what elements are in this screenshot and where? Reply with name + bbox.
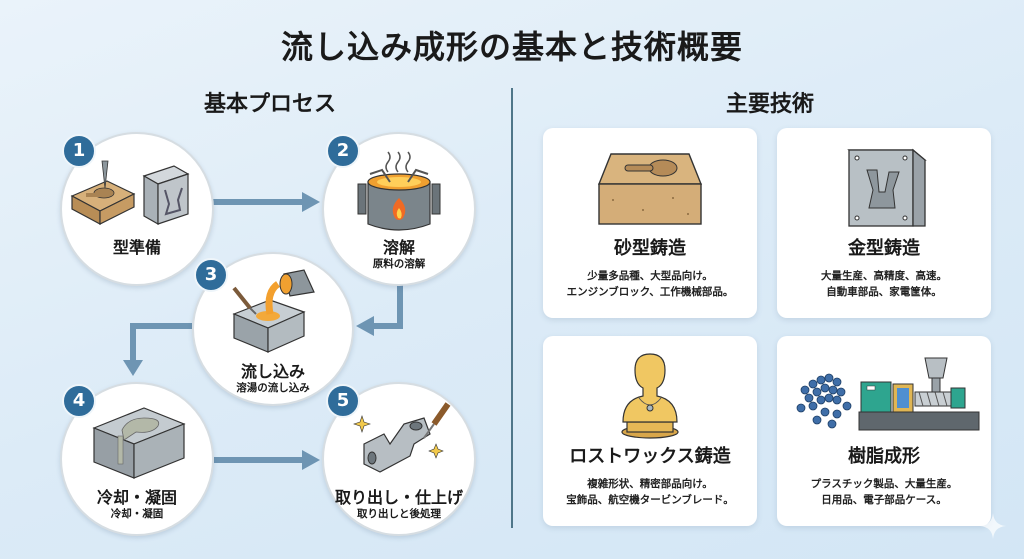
technique-card-resin-molding: 樹脂成形 プラスチック製品、大量生産。 日用品、電子部品ケース。 bbox=[777, 336, 991, 526]
technique-card-sand-casting: 砂型鋳造 少量多品種、大型品向け。 エンジンブロック、工作機械部品。 bbox=[543, 128, 757, 318]
card-description: 複雑形状、精密部品向け。 宝飾品、航空機タービンブレード。 bbox=[543, 476, 757, 508]
mold-preparation-icon bbox=[62, 156, 212, 226]
sand-mold-icon bbox=[543, 140, 757, 232]
step-number-badge: 4 bbox=[62, 384, 96, 418]
step-label: 冷却・凝固 bbox=[96, 488, 177, 507]
card-description: 大量生産、高精度、高速。 自動車部品、家電筐体。 bbox=[777, 268, 991, 300]
step-number-badge: 1 bbox=[62, 134, 96, 168]
finishing-icon bbox=[324, 394, 474, 480]
process-step-1: 型準備 bbox=[60, 132, 214, 286]
pouring-icon bbox=[194, 268, 352, 356]
arrow-4-to-5 bbox=[214, 450, 320, 470]
card-desc-line: エンジンブロック、工作機械部品。 bbox=[566, 286, 734, 298]
step-label: 取り出し・仕上げ bbox=[334, 488, 463, 507]
step-number-badge: 2 bbox=[326, 134, 360, 168]
process-heading: 基本プロセス bbox=[203, 92, 336, 117]
techniques-heading: 主要技術 bbox=[725, 92, 814, 117]
card-title: 樹脂成形 bbox=[848, 446, 920, 467]
technique-card-die-casting: 金型鋳造 大量生産、高精度、高速。 自動車部品、家電筐体。 bbox=[777, 128, 991, 318]
card-desc-line: プラスチック製品、大量生産。 bbox=[810, 478, 958, 490]
step-sublabel: 取り出しと後処理 bbox=[357, 508, 441, 520]
technique-card-lost-wax: ロストワックス鋳造 複雑形状、精密部品向け。 宝飾品、航空機タービンブレード。 bbox=[543, 336, 757, 526]
step-label: 型準備 bbox=[112, 238, 161, 257]
arrow-3-to-4 bbox=[123, 323, 192, 376]
step-sublabel: 冷却・凝固 bbox=[110, 508, 164, 520]
card-desc-line: 自動車部品、家電筐体。 bbox=[826, 286, 942, 298]
section-divider bbox=[511, 88, 513, 528]
card-title: 金型鋳造 bbox=[848, 238, 920, 259]
step-number-badge: 5 bbox=[326, 384, 360, 418]
process-step-4: 冷却・凝固 冷却・凝固 bbox=[60, 382, 214, 536]
wax-bust-icon bbox=[543, 348, 757, 440]
card-title: ロストワックス鋳造 bbox=[569, 446, 731, 467]
card-description: プラスチック製品、大量生産。 日用品、電子部品ケース。 bbox=[777, 476, 991, 508]
arrow-1-to-2 bbox=[212, 192, 320, 212]
page-title: 流し込み成形の基本と技術概要 bbox=[280, 28, 743, 66]
card-desc-line: 少量多品種、大型品向け。 bbox=[587, 270, 713, 282]
step-sublabel: 原料の溶解 bbox=[372, 258, 426, 270]
metal-mold-icon bbox=[777, 140, 991, 232]
step-sublabel: 溶湯の流し込み bbox=[236, 382, 310, 394]
card-desc-line: 宝飾品、航空機タービンブレード。 bbox=[566, 494, 734, 506]
card-description: 少量多品種、大型品向け。 エンジンブロック、工作機械部品。 bbox=[543, 268, 757, 300]
process-step-2: 溶解 原料の溶解 bbox=[322, 132, 476, 286]
step-number-badge: 3 bbox=[194, 258, 228, 292]
step-label: 流し込み bbox=[240, 362, 305, 381]
arrow-2-to-3 bbox=[356, 278, 403, 336]
card-desc-line: 大量生産、高精度、高速。 bbox=[821, 270, 947, 282]
sparkle-watermark-icon bbox=[980, 513, 1006, 539]
step-label: 溶解 bbox=[382, 238, 415, 257]
card-title: 砂型鋳造 bbox=[614, 238, 686, 259]
card-desc-line: 複雑形状、精密部品向け。 bbox=[587, 478, 713, 490]
card-desc-line: 日用品、電子部品ケース。 bbox=[821, 494, 947, 506]
cooling-mold-icon bbox=[62, 396, 212, 480]
melting-furnace-icon bbox=[324, 148, 474, 234]
injection-molding-icon bbox=[777, 348, 991, 440]
